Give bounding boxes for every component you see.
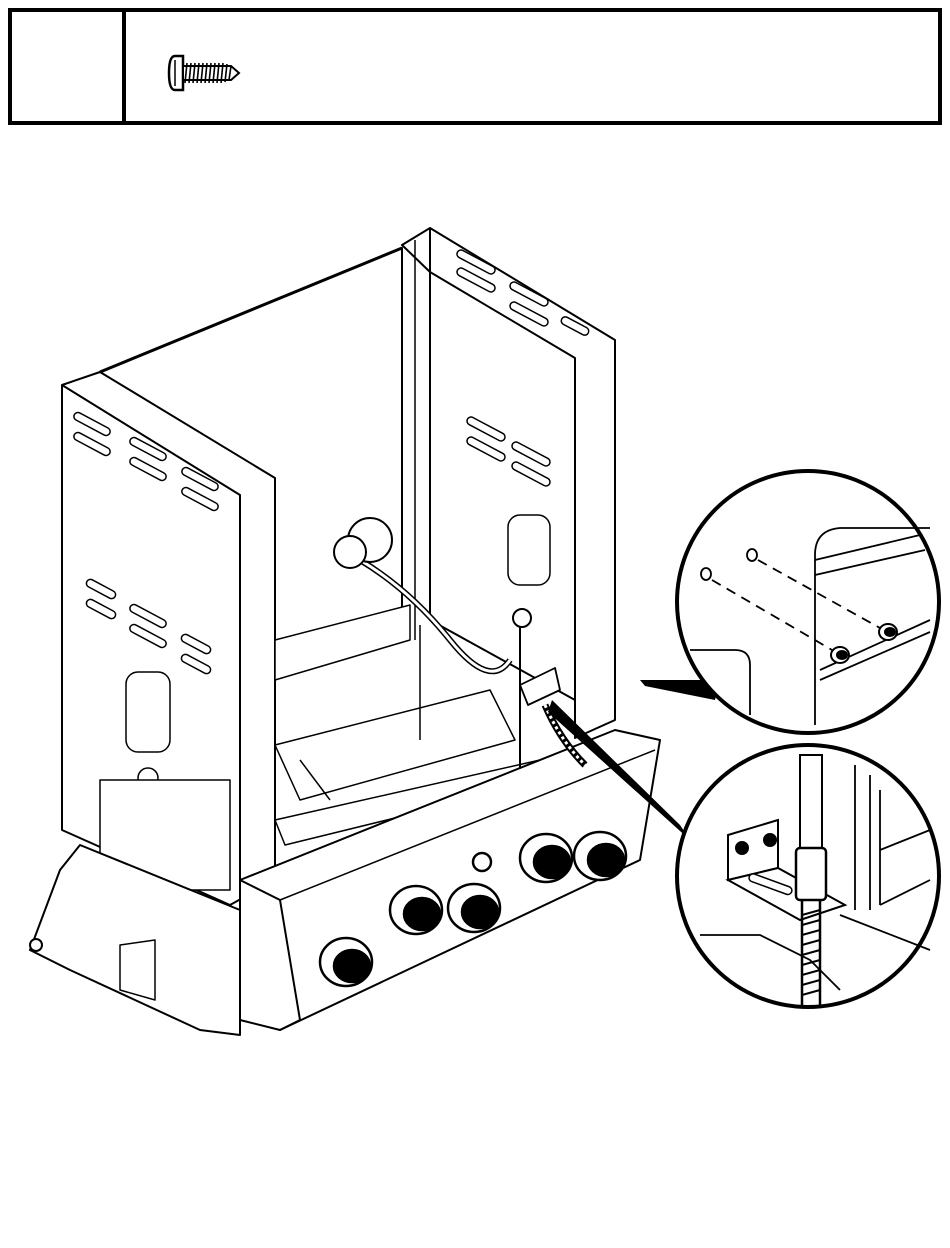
bracket-screws-detail [677,471,939,733]
screw-icon [167,48,247,98]
step-number-cell [12,12,126,121]
parts-box [8,8,942,125]
assembly-illustration [0,140,950,1248]
gas-hose-bracket-detail [677,745,939,1007]
